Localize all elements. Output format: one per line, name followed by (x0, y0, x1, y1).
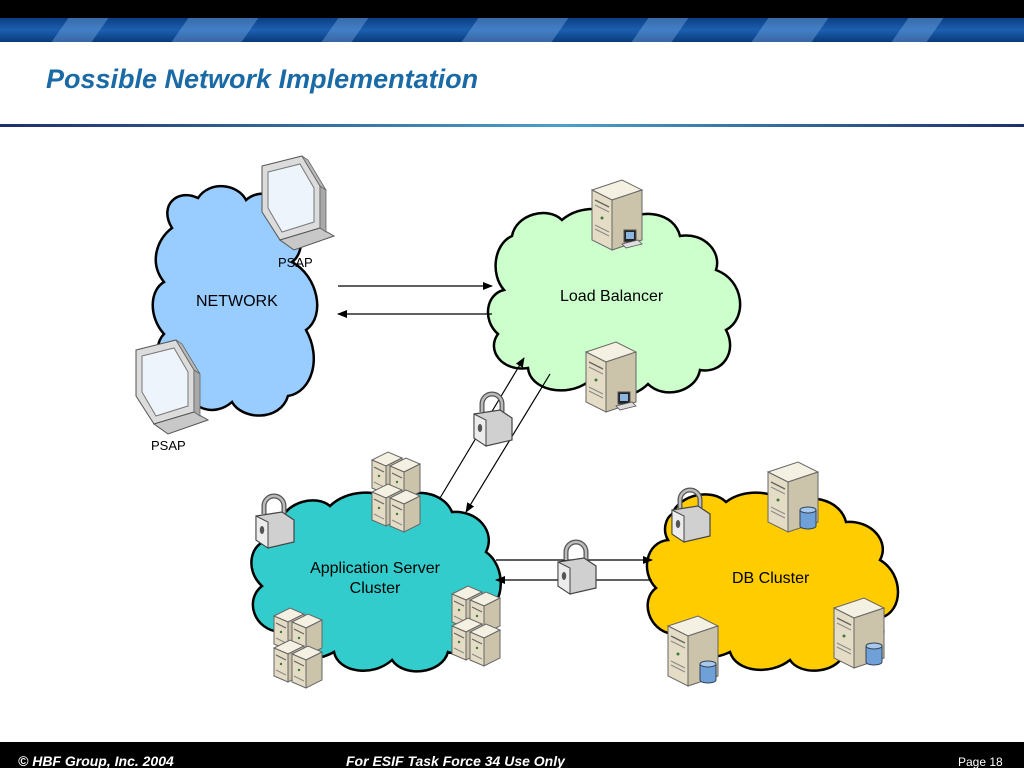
padlock-icon (256, 496, 294, 548)
server-icon (586, 342, 636, 412)
footer-copyright: © HBF Group, Inc. 2004 (18, 753, 174, 769)
app-cluster-label-line1: Application Server (310, 560, 440, 577)
database-server-icon (668, 616, 718, 686)
psap-label-bottom: PSAP (151, 438, 186, 453)
slide-title: Possible Network Implementation (46, 64, 479, 94)
server-icon (452, 586, 500, 666)
database-server-icon (768, 462, 818, 532)
app-cluster-label-line2: Cluster (349, 580, 401, 597)
padlock-icon (474, 394, 512, 446)
padlock-icon (558, 542, 596, 594)
psap-label-top: PSAP (278, 255, 313, 270)
network-cloud (151, 184, 319, 417)
app-cluster-label: Application Server Cluster (300, 559, 450, 599)
header-band (0, 0, 1024, 42)
footer-page-number: Page 18 (958, 755, 1003, 769)
server-icon (372, 452, 420, 532)
network-label: NETWORK (196, 293, 278, 310)
server-icon (592, 180, 642, 250)
load-balancer-to-app-arrow (465, 373, 551, 513)
footer-notice: For ESIF Task Force 34 Use Only (346, 753, 565, 769)
title-divider (0, 124, 1024, 127)
database-server-icon (834, 598, 884, 668)
server-icon (274, 608, 322, 688)
load-balancer-label: Load Balancer (560, 288, 664, 305)
footer-bar: © HBF Group, Inc. 2004 For ESIF Task For… (0, 742, 1024, 769)
db-cluster-label: DB Cluster (732, 570, 810, 587)
